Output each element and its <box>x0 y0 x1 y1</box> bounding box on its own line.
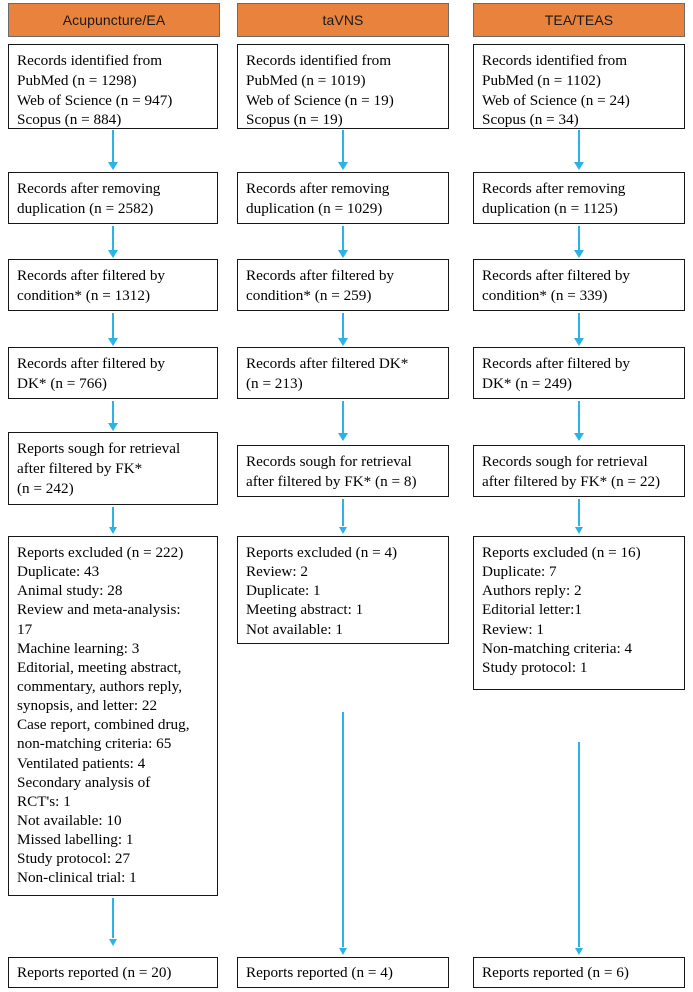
box-reported-tavns-text: Reports reported (n = 4) <box>246 964 393 982</box>
arrow-excluded-to-reported-acupuncture <box>107 898 119 946</box>
box-identification-acupuncture: Records identified from PubMed (n = 1298… <box>8 44 218 129</box>
box-dk-tea-teas: Records after filtered by DK* (n = 249) <box>473 347 685 399</box>
arrow-identification-to-dedup-acupuncture <box>107 130 119 170</box>
box-reported-tea-teas-text: Reports reported (n = 6) <box>482 964 629 982</box>
box-condition-tea-teas: Records after filtered by condition* (n … <box>473 259 685 311</box>
arrow-excluded-to-reported-tea-teas <box>573 742 585 955</box>
box-sought-tavns-text: Records sough for retrieval after filter… <box>246 452 417 490</box>
box-sought-tea-teas-text: Records sough for retrieval after filter… <box>482 452 661 490</box>
arrow-sought-to-excluded-acupuncture <box>107 507 119 534</box>
box-condition-tavns: Records after filtered by condition* (n … <box>237 259 449 311</box>
arrow-dedup-to-condition-acupuncture <box>107 226 119 258</box>
box-deduplication-acupuncture-text: Records after removing duplication (n = … <box>17 179 161 217</box>
box-dk-tavns: Records after filtered DK* (n = 213) <box>237 347 449 399</box>
box-reported-tea-teas: Reports reported (n = 6) <box>473 957 685 988</box>
column-header-tea-teas: TEA/TEAS <box>473 3 685 37</box>
box-sought-acupuncture-text: Reports sough for retrieval after filter… <box>17 440 181 497</box>
box-deduplication-tavns: Records after removing duplication (n = … <box>237 172 449 224</box>
box-excluded-acupuncture: Reports excluded (n = 222) Duplicate: 43… <box>8 536 218 896</box>
arrow-excluded-to-reported-tavns <box>337 712 349 955</box>
box-reported-acupuncture: Reports reported (n = 20) <box>8 957 218 988</box>
box-dk-acupuncture-text: Records after filtered by DK* (n = 766) <box>17 354 166 392</box>
arrow-sought-to-excluded-tea-teas <box>573 499 585 534</box>
arrow-condition-to-dk-acupuncture <box>107 313 119 346</box>
box-identification-tavns: Records identified from PubMed (n = 1019… <box>237 44 449 129</box>
box-deduplication-tea-teas-text: Records after removing duplication (n = … <box>482 179 626 217</box>
box-sought-acupuncture: Reports sough for retrieval after filter… <box>8 432 218 505</box>
arrow-dk-to-sought-tea-teas <box>573 401 585 441</box>
box-condition-tea-teas-text: Records after filtered by condition* (n … <box>482 266 631 304</box>
arrow-dk-to-sought-tavns <box>337 401 349 441</box>
arrow-condition-to-dk-tavns <box>337 313 349 346</box>
column-header-acupuncture: Acupuncture/EA <box>8 3 220 37</box>
box-condition-tavns-text: Records after filtered by condition* (n … <box>246 266 395 304</box>
box-dk-tavns-text: Records after filtered DK* (n = 213) <box>246 354 409 392</box>
box-deduplication-acupuncture: Records after removing duplication (n = … <box>8 172 218 224</box>
arrow-identification-to-dedup-tea-teas <box>573 130 585 170</box>
box-reported-acupuncture-text: Reports reported (n = 20) <box>17 964 172 982</box>
box-excluded-tea-teas: Reports excluded (n = 16) Duplicate: 7 A… <box>473 536 685 690</box>
box-sought-tavns: Records sough for retrieval after filter… <box>237 445 449 497</box>
arrow-dk-to-sought-acupuncture <box>107 401 119 431</box>
box-identification-tea-teas: Records identified from PubMed (n = 1102… <box>473 44 685 129</box>
column-header-tavns: taVNS <box>237 3 449 37</box>
arrow-condition-to-dk-tea-teas <box>573 313 585 346</box>
box-condition-acupuncture: Records after filtered by condition* (n … <box>8 259 218 311</box>
arrow-dedup-to-condition-tea-teas <box>573 226 585 258</box>
box-excluded-tavns: Reports excluded (n = 4) Review: 2 Dupli… <box>237 536 449 644</box>
box-dk-tea-teas-text: Records after filtered by DK* (n = 249) <box>482 354 631 392</box>
box-deduplication-tavns-text: Records after removing duplication (n = … <box>246 179 390 217</box>
arrow-dedup-to-condition-tavns <box>337 226 349 258</box>
arrow-identification-to-dedup-tavns <box>337 130 349 170</box>
arrow-sought-to-excluded-tavns <box>337 499 349 534</box>
box-dk-acupuncture: Records after filtered by DK* (n = 766) <box>8 347 218 399</box>
box-deduplication-tea-teas: Records after removing duplication (n = … <box>473 172 685 224</box>
box-reported-tavns: Reports reported (n = 4) <box>237 957 449 988</box>
box-sought-tea-teas: Records sough for retrieval after filter… <box>473 445 685 497</box>
box-condition-acupuncture-text: Records after filtered by condition* (n … <box>17 266 166 304</box>
